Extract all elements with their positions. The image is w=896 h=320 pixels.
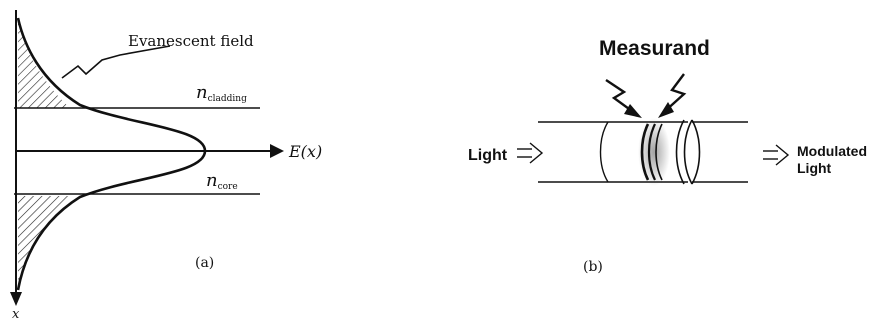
sleeve-ring-3 xyxy=(691,119,701,185)
panel-a: Evanescent field ncladding ncore E(x) x … xyxy=(10,10,322,320)
sleeve-ring-1 xyxy=(675,119,685,185)
field-profile-curve xyxy=(16,17,207,291)
panel-a-caption: (a) xyxy=(195,255,214,271)
measurand-ring-1 xyxy=(640,123,650,181)
measurand-arrow-left xyxy=(605,79,642,118)
evanescent-region-top xyxy=(18,20,70,108)
measurand-arrow-right xyxy=(658,73,687,118)
x-axis-label: x xyxy=(12,307,20,320)
light-input-label: Light xyxy=(468,147,508,164)
sleeve-ring-2 xyxy=(683,119,693,185)
evanescent-field-label: Evanescent field xyxy=(128,32,254,50)
measurand-ring-3 xyxy=(655,123,663,181)
measurand-ring-2 xyxy=(647,123,656,181)
input-arrow xyxy=(517,142,544,164)
evanescent-pointer xyxy=(61,45,171,79)
panel-b: Measurand Light Modulated Light (b) xyxy=(468,37,871,275)
measurand-zone-glow xyxy=(638,118,670,186)
panel-b-caption: (b) xyxy=(583,259,603,275)
field-axis-arrow xyxy=(270,144,284,158)
fiber-left-end xyxy=(599,121,609,183)
measurand-label: Measurand xyxy=(599,37,710,60)
evanescent-region-bottom xyxy=(18,196,70,293)
core-label: ncore xyxy=(206,170,238,192)
cladding-label: ncladding xyxy=(196,82,247,104)
modulated-light-label: Modulated Light xyxy=(797,143,871,176)
field-axis-label: E(x) xyxy=(288,142,322,161)
x-axis-arrow xyxy=(10,292,22,306)
output-arrow xyxy=(763,144,790,166)
